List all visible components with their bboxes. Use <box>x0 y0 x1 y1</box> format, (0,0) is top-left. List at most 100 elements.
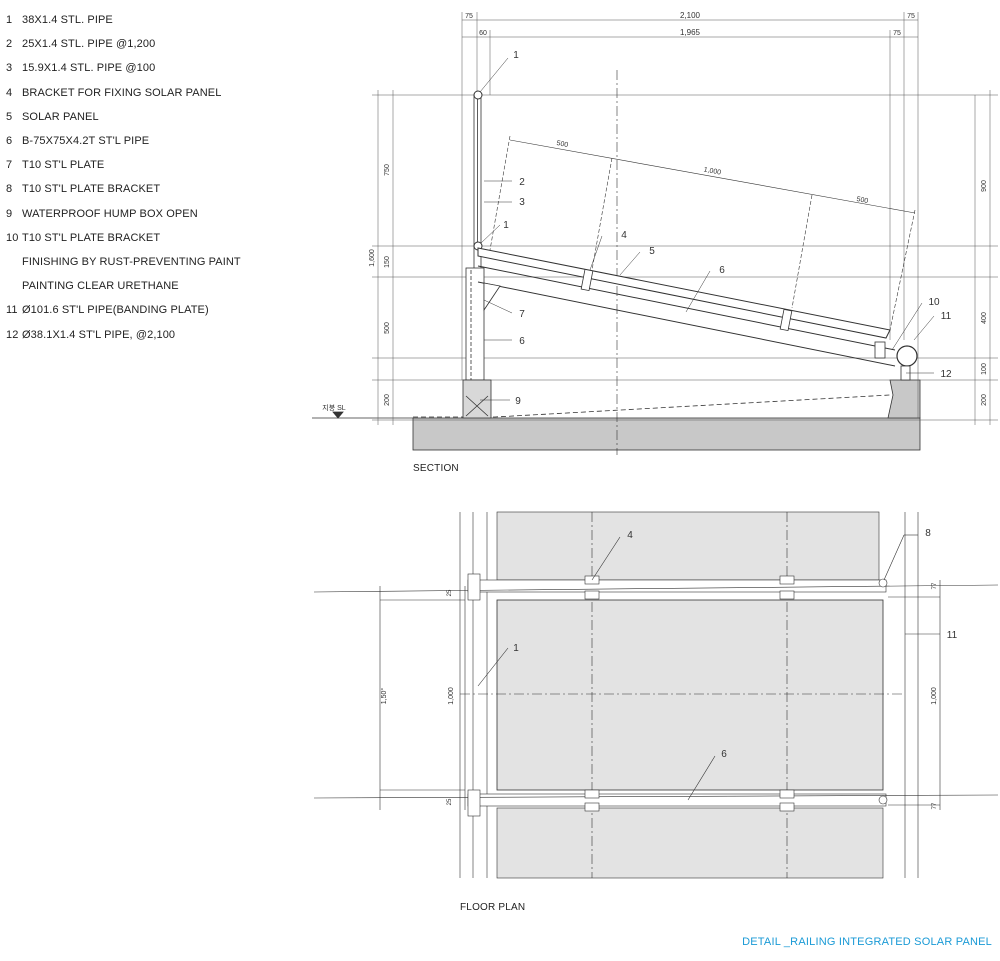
hump-box-cross <box>465 395 489 417</box>
callout-number: 6 <box>721 749 727 760</box>
callout-number: 12 <box>940 369 952 380</box>
legend-text: T10 ST'L PLATE <box>22 159 105 172</box>
dimension-label: 75 <box>907 13 915 20</box>
level-marker <box>332 411 344 419</box>
dimension-label: 100 <box>981 363 988 375</box>
leader <box>619 251 641 276</box>
callout-number: 11 <box>947 630 958 641</box>
legend-number: 3 <box>6 62 13 75</box>
section-caption: SECTION <box>413 463 459 474</box>
legend-number: 5 <box>6 110 13 123</box>
legend-number: 1 <box>6 14 13 26</box>
dimension-label: 200 <box>981 394 988 406</box>
dimension-label: 25 <box>447 798 453 805</box>
dimension-label: 400 <box>981 312 988 324</box>
plan-panel-main <box>496 599 884 791</box>
callout-number: 4 <box>621 230 627 241</box>
dimension-label: 77 <box>932 582 938 589</box>
legend-text: 38X1.4 STL. PIPE <box>22 14 113 26</box>
ground-slab <box>412 417 921 451</box>
dimension-label: 1,000 <box>703 166 722 176</box>
legend-text: FINISHING BY RUST-PREVENTING PAINT <box>22 256 241 268</box>
legend-number: 11 <box>6 304 18 317</box>
plan-bracket <box>779 789 795 799</box>
plan-dim <box>313 794 999 799</box>
legend-text: Ø101.6 ST'L PIPE(BANDING PLATE) <box>22 304 209 317</box>
callout-number: 1 <box>513 643 519 654</box>
slope-dim-line <box>509 139 916 214</box>
plan-panel-top <box>496 511 880 581</box>
legend-text: BRACKET FOR FIXING SOLAR PANEL <box>22 86 222 99</box>
dimension-label: 900 <box>981 180 988 192</box>
callout-number: 2 <box>519 177 525 188</box>
dimension-label: 500 <box>856 196 869 205</box>
floor-plan-drawing <box>313 511 999 879</box>
plan-beam <box>467 579 887 593</box>
floor-plan-caption: FLOOR PLAN <box>460 902 526 913</box>
plan-post <box>467 573 481 601</box>
level-label: 지붕 SL <box>322 403 345 412</box>
dimension-label: 1,50° <box>380 688 388 705</box>
slope-dim-tick <box>591 157 613 271</box>
plan-bracket <box>779 575 795 585</box>
leader <box>477 647 509 687</box>
legend-number: 8 <box>6 183 13 196</box>
callout-number: 1 <box>513 50 519 61</box>
dimension-label: 150 <box>384 256 391 268</box>
legend-text: 25X1.4 STL. PIPE @1,200 <box>22 38 156 51</box>
section-drawing <box>312 12 998 455</box>
leader <box>913 315 935 341</box>
dimension-label: 1,000 <box>931 687 938 705</box>
leader <box>479 57 509 93</box>
pipe-38 <box>473 90 483 100</box>
plan-bracket <box>584 590 600 600</box>
legend-number: 4 <box>6 86 13 99</box>
callout-number: 9 <box>515 396 521 407</box>
dimension-label: 77 <box>932 802 938 809</box>
dimension-label: 2,100 <box>680 11 701 20</box>
plan-post <box>467 789 481 817</box>
slope-dim-tick <box>889 209 916 331</box>
slope-dim-tick <box>791 194 813 309</box>
callout-number: 4 <box>627 530 633 541</box>
dimension-label: 75 <box>465 13 473 20</box>
plan-bracket <box>584 802 600 812</box>
callout-number: 7 <box>519 309 525 320</box>
legend-item: 1 38X1.4 STL. PIPE <box>6 10 113 30</box>
legend-number: 12 <box>6 328 19 341</box>
plan-bracket <box>584 789 600 799</box>
plan-plate-bracket <box>878 578 888 588</box>
legend-item: 4 BRACKET FOR FIXING SOLAR PANEL <box>6 83 221 103</box>
slope-dim-tick <box>489 135 511 251</box>
bracket <box>580 268 594 292</box>
legend-text: T10 ST'L PLATE BRACKET <box>22 231 161 244</box>
callout-number: 1 <box>503 220 509 231</box>
leader <box>483 299 513 314</box>
plate-bracket <box>874 341 886 359</box>
legend-number: 2 <box>6 38 13 51</box>
legend-text: SOLAR PANEL <box>22 110 99 123</box>
dimension-label: 750 <box>384 164 391 176</box>
legend-item: 11 Ø101.6 ST'L PIPE(BANDING PLATE) <box>6 300 209 320</box>
legend-text: B-75X75X4.2T ST'L PIPE <box>22 135 150 147</box>
steel-beam-upper <box>477 265 896 351</box>
leader <box>589 235 603 271</box>
steel-beam-lower <box>477 281 896 367</box>
callout-number: 10 <box>928 297 940 308</box>
plan-bracket <box>779 802 795 812</box>
plan-bracket <box>779 590 795 600</box>
solar-panel <box>477 247 891 339</box>
callout-number: 5 <box>649 246 655 257</box>
dimension-label: 1,000 <box>448 687 455 705</box>
plan-panel-bottom <box>496 807 884 879</box>
legend-text: Ø38.1X1.4 ST'L PIPE, @2,100 <box>22 328 176 341</box>
